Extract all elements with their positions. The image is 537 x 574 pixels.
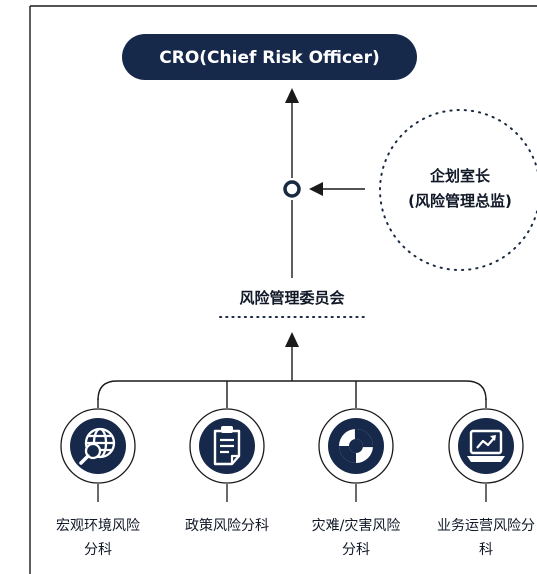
cro-node: CRO(Chief Risk Officer) xyxy=(122,34,417,80)
junction-dot xyxy=(283,180,301,198)
clipboard-document-icon xyxy=(213,426,241,466)
pie-chart-icon xyxy=(339,429,373,463)
division-1-label-line2: 分科 xyxy=(84,542,112,558)
advisor-node: 企划室长 (风险管理总监) xyxy=(379,109,537,271)
advisor-line2: (风险管理总监) xyxy=(408,192,512,210)
committee-label: 风险管理委员会 xyxy=(239,289,344,307)
division-3-label-line1: 灾难/灾害风险 xyxy=(312,517,401,534)
division-operations-node xyxy=(448,408,524,484)
globe-search-icon xyxy=(79,427,116,465)
monitor-chart-icon xyxy=(467,429,505,462)
division-policy-node xyxy=(189,408,265,484)
cro-label: CRO(Chief Risk Officer) xyxy=(159,48,379,68)
branch-bar xyxy=(97,380,487,401)
committee-node: 风险管理委员会 xyxy=(219,289,367,318)
division-4-label-line1: 业务运营风险分 xyxy=(437,518,535,534)
division-disaster-node xyxy=(318,408,394,484)
division-3-label-line2: 分科 xyxy=(342,542,370,558)
division-2-label-line1: 政策风险分科 xyxy=(185,517,269,534)
arrow-up-to-cro xyxy=(285,88,299,103)
division-4-label-line2: 科 xyxy=(479,542,493,558)
arrow-left-to-junction xyxy=(309,182,323,196)
division-macro-node xyxy=(60,408,136,484)
arrow-up-to-committee xyxy=(285,332,299,347)
division-1-label-line1: 宏观环境风险 xyxy=(56,518,140,534)
advisor-line1: 企划室长 xyxy=(429,167,491,185)
